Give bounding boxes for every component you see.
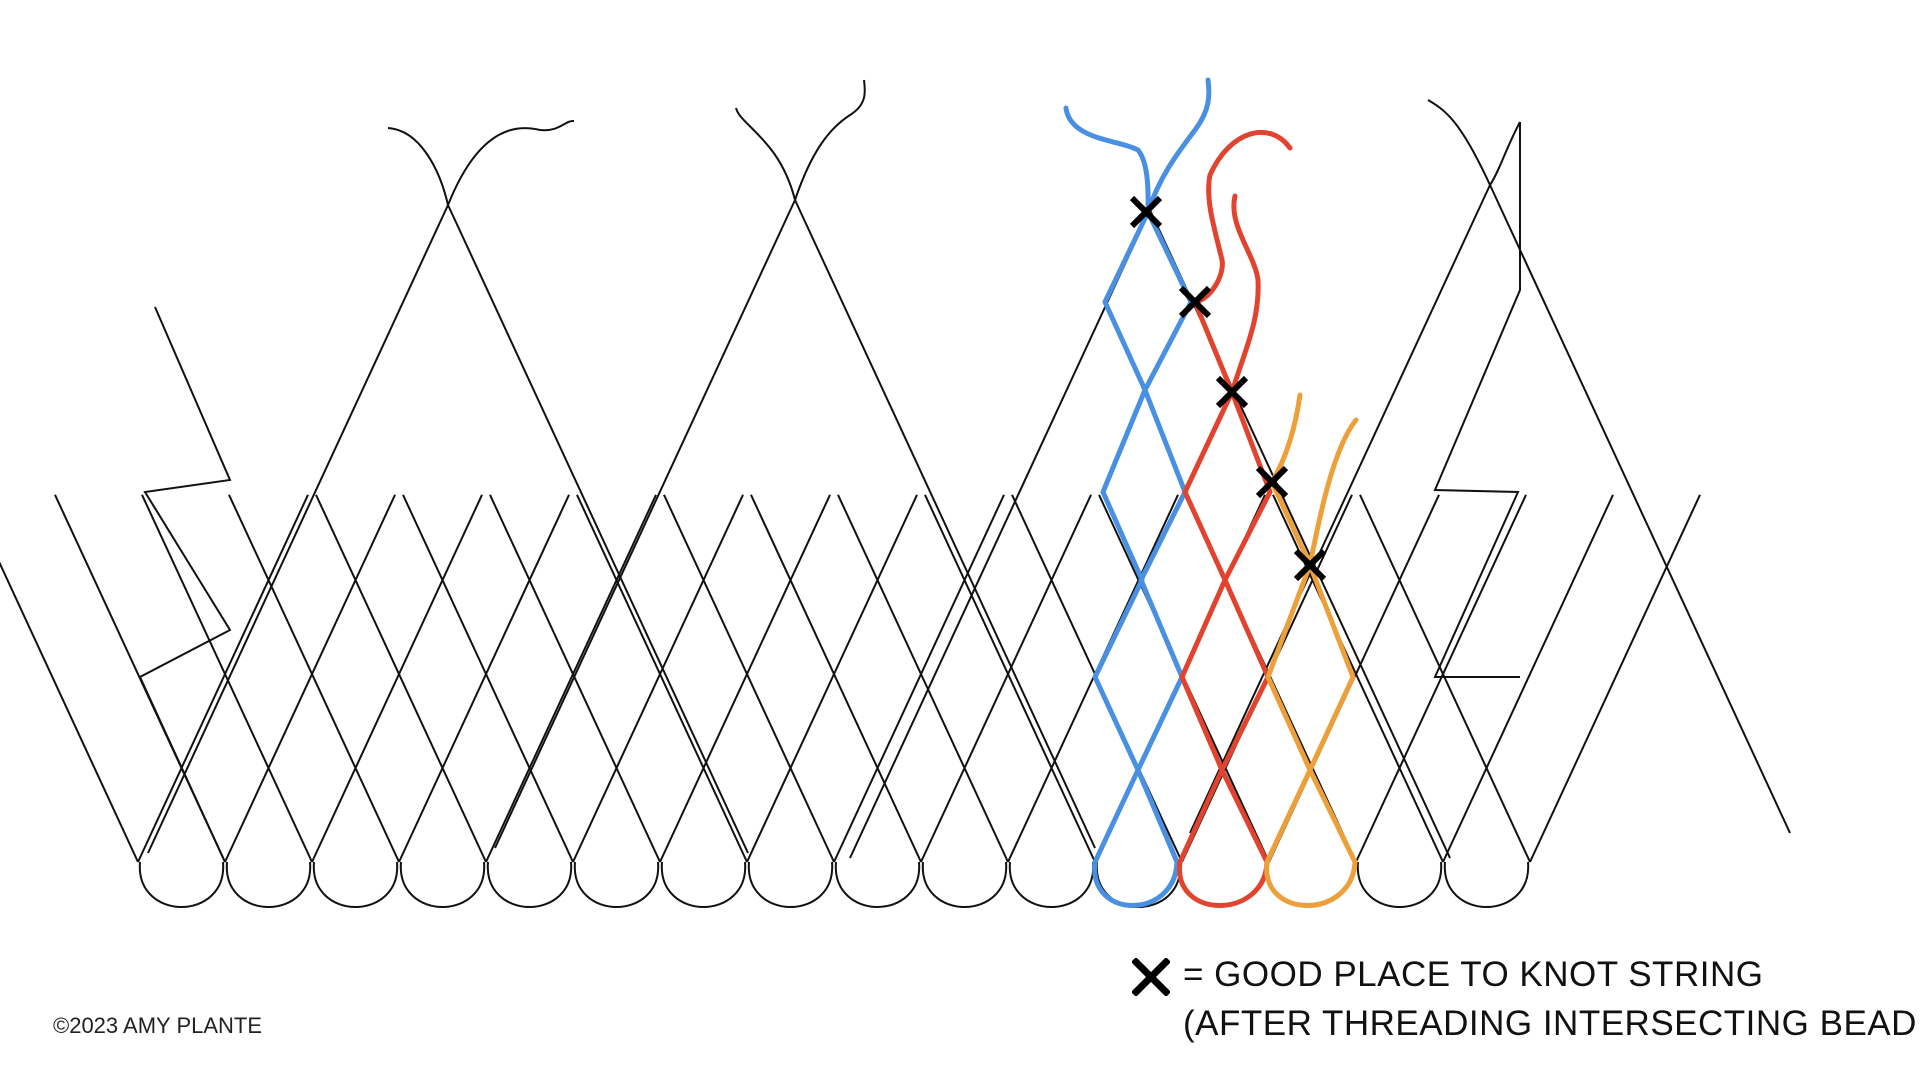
knot-marks [1129, 195, 1327, 582]
net-strand [833, 494, 1005, 863]
net-strand [0, 561, 139, 863]
net-strand [837, 494, 1009, 863]
net-loop [1443, 861, 1530, 908]
base-strand-tails [387, 79, 1521, 209]
strand-tail [735, 79, 866, 204]
net-strand [794, 199, 1096, 849]
red-strand-net [1177, 299, 1273, 908]
base-net-lines [0, 122, 1791, 863]
knot-x-icon [1129, 195, 1163, 229]
knot-x-icon [1132, 958, 1170, 996]
net-loop [225, 861, 312, 908]
net-strand [924, 494, 1096, 863]
knot-x-icon [1215, 375, 1249, 409]
net-strand [315, 494, 487, 863]
net-strand [311, 494, 483, 863]
strand-tail [1427, 99, 1521, 188]
net-loop [486, 861, 573, 908]
net-strand [572, 494, 744, 863]
net-strand [659, 494, 831, 863]
orange-strand-tail [1307, 417, 1359, 568]
net-loop [138, 861, 225, 908]
net-strand [147, 204, 449, 854]
strand-tail [387, 119, 575, 209]
net-strand [138, 306, 232, 863]
net-strand [746, 494, 918, 863]
net-loop [921, 861, 1008, 908]
net-strand [402, 494, 574, 863]
net-strand [663, 494, 835, 863]
blue-strand-tail [1063, 77, 1212, 215]
net-strand [398, 494, 570, 863]
net-strand [1489, 184, 1791, 834]
net-strand [920, 494, 1092, 863]
net-strand [494, 199, 796, 849]
net-strand [485, 494, 657, 863]
net-loop [573, 861, 660, 908]
legend-note-text: (AFTER THREADING INTERSECTING BEAD [1183, 1004, 1917, 1043]
net-loop [399, 861, 486, 908]
base-loops [138, 861, 1530, 908]
net-strand [141, 494, 313, 863]
orange-strand-net [1264, 479, 1358, 908]
copyright: ©2023 AMY PLANTE [53, 1013, 263, 1038]
net-strand [1355, 494, 1527, 863]
blue-strand-net [1092, 209, 1194, 908]
net-strand [1433, 122, 1521, 678]
net-loop [312, 861, 399, 908]
net-strand [224, 494, 396, 863]
net-strand [1359, 494, 1531, 863]
net-loop [834, 861, 921, 908]
net-strand [1529, 494, 1701, 863]
net-strand [849, 209, 1151, 859]
red-strand-tail [1192, 130, 1293, 305]
knot-x-icon [1255, 465, 1289, 499]
knot-x-icon [1293, 548, 1327, 582]
net-strand [228, 494, 400, 863]
red-strand-tail [1229, 193, 1261, 395]
net-strand [1442, 494, 1614, 863]
legend-knot-text: = GOOD PLACE TO KNOT STRING [1183, 955, 1764, 994]
net-loop [747, 861, 834, 908]
net-loop [1356, 861, 1443, 908]
net-loop [660, 861, 747, 908]
net-strand [750, 494, 922, 863]
net-loop [1008, 861, 1095, 908]
net-strand [489, 494, 661, 863]
red-strand [1177, 130, 1293, 908]
net-strand [447, 204, 749, 854]
net-strand [137, 494, 309, 863]
net-strand [576, 494, 748, 863]
knot-x-icon [1178, 285, 1212, 319]
net-strand [1189, 184, 1491, 834]
